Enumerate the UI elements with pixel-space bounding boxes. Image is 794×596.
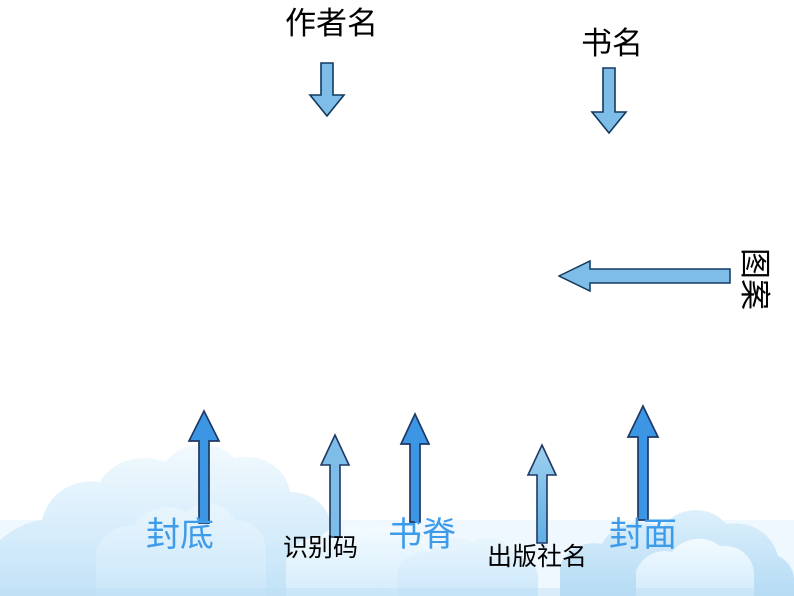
arrow-up-book-spine bbox=[399, 412, 431, 523]
callout-label-book-title: 书名 bbox=[581, 26, 643, 61]
callout-label-author-name: 作者名 bbox=[285, 6, 378, 41]
callout-label-front-cover: 封面 bbox=[609, 517, 677, 554]
callout-label-illustration: 图案 bbox=[737, 248, 772, 310]
arrow-up-front-cover bbox=[626, 404, 660, 521]
callout-label-book-spine: 书脊 bbox=[388, 517, 456, 554]
callout-label-back-cover: 封底 bbox=[146, 517, 214, 554]
arrow-up-back-cover bbox=[187, 409, 221, 524]
arrow-up-identifier-code bbox=[319, 433, 351, 538]
arrow-up-publisher-name bbox=[526, 443, 558, 544]
cloud-right bbox=[560, 510, 794, 596]
callout-label-identifier-code: 识别码 bbox=[283, 535, 359, 562]
arrow-left-illustration bbox=[558, 259, 731, 293]
arrow-down-book-title bbox=[590, 67, 628, 135]
callout-label-publisher-name: 出版社名 bbox=[487, 544, 588, 571]
arrow-down-author-name bbox=[308, 62, 346, 118]
